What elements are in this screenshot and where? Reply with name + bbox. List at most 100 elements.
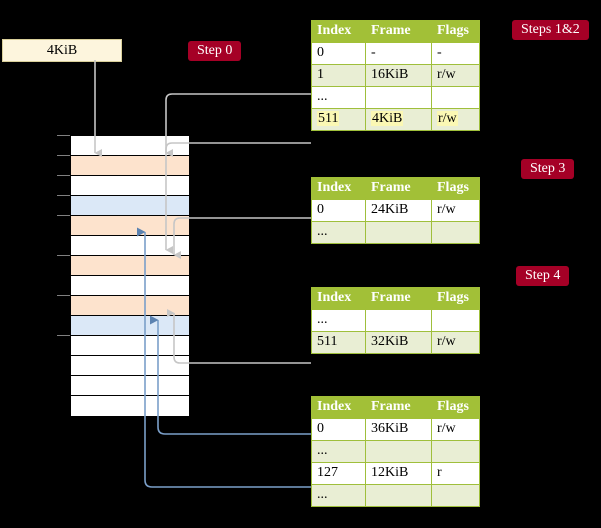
column-header-index: Index (311, 20, 366, 43)
memory-tick (57, 195, 70, 196)
column-header-flags: Flags (431, 20, 480, 43)
table-row: 0 - - (311, 42, 480, 65)
cell-frame (365, 309, 432, 332)
memory-tick (57, 135, 70, 136)
table-row: ... (311, 221, 480, 244)
table-row: 0 24KiB r/w (311, 199, 480, 222)
page-table-level-1: Index Frame Flags 0 - - 1 16KiB r/w ... … (311, 20, 480, 131)
cell-frame: 4KiB (365, 108, 432, 131)
table-row-highlighted: 511 4KiB r/w (311, 108, 480, 131)
cell-flags: r/w (431, 418, 480, 441)
memory-tick (57, 155, 70, 156)
cell-frame: 16KiB (365, 64, 432, 87)
memory-frame (71, 256, 189, 276)
cell-frame (365, 440, 432, 463)
column-header-flags: Flags (431, 396, 480, 419)
badge-step-3: Step 3 (521, 159, 575, 179)
column-header-frame: Frame (365, 20, 432, 43)
cell-index: ... (311, 86, 366, 109)
table-row: ... (311, 86, 480, 109)
memory-frame (71, 296, 189, 316)
badge-step-4-label: Step 4 (525, 268, 561, 283)
memory-frame (71, 336, 189, 356)
memory-frame (71, 316, 189, 336)
cell-frame: 24KiB (365, 199, 432, 222)
cell-index: 0 (311, 418, 366, 441)
table-row: ... (311, 440, 480, 463)
badge-step-4: Step 4 (516, 266, 570, 286)
column-header-frame: Frame (365, 396, 432, 419)
table-row: 0 36KiB r/w (311, 418, 480, 441)
column-header-flags: Flags (431, 287, 480, 310)
column-header-frame: Frame (365, 177, 432, 200)
cell-flags: r (431, 462, 480, 485)
cell-flags: r/w (431, 331, 480, 354)
cell-frame: 32KiB (365, 331, 432, 354)
cell-index: ... (311, 309, 366, 332)
cell-flags: r/w (431, 199, 480, 222)
table-header-row: Index Frame Flags (311, 177, 480, 200)
cell-frame: 36KiB (365, 418, 432, 441)
cell-frame: 12KiB (365, 462, 432, 485)
badge-steps-1-2-label: Steps 1&2 (521, 22, 580, 37)
cell-index: 0 (311, 199, 366, 222)
cell-flags (431, 221, 480, 244)
cell-flags (431, 309, 480, 332)
cell-flags (431, 86, 480, 109)
cell-index: 0 (311, 42, 366, 65)
source-frame-label: 4KiB (46, 42, 78, 58)
memory-tick (57, 255, 70, 256)
table-row: ... (311, 484, 480, 507)
cell-index: ... (311, 221, 366, 244)
cell-flags (431, 484, 480, 507)
table-row: 511 32KiB r/w (311, 331, 480, 354)
memory-tick (57, 215, 70, 216)
memory-frame (71, 176, 189, 196)
badge-step-3-label: Step 3 (530, 161, 566, 176)
cell-index: 511 (311, 331, 366, 354)
badge-step-0-label: Step 0 (197, 43, 233, 58)
cell-index: 127 (311, 462, 366, 485)
column-header-frame: Frame (365, 287, 432, 310)
memory-frame (71, 276, 189, 296)
cell-flags: r/w (431, 108, 480, 131)
cell-index: 1 (311, 64, 366, 87)
cell-flags: r/w (431, 64, 480, 87)
table-header-row: Index Frame Flags (311, 396, 480, 419)
page-table-level-4: Index Frame Flags 0 36KiB r/w ... 127 12… (311, 396, 480, 507)
table-row: ... (311, 309, 480, 332)
column-header-index: Index (311, 177, 366, 200)
cell-index: ... (311, 484, 366, 507)
physical-memory-column (70, 135, 190, 416)
cell-flags-text: r/w (437, 111, 458, 126)
table-row: 127 12KiB r (311, 462, 480, 485)
wire-l3-to-memory (167, 309, 311, 364)
memory-tick (57, 335, 70, 336)
cell-index-text: 511 (317, 111, 340, 126)
page-table-level-3: Index Frame Flags ... 511 32KiB r/w (311, 287, 480, 354)
memory-frame (71, 216, 189, 236)
table-row: 1 16KiB r/w (311, 64, 480, 87)
memory-frame (71, 156, 189, 176)
memory-frame (71, 376, 189, 396)
memory-frame (71, 196, 189, 216)
badge-steps-1-2: Steps 1&2 (512, 20, 589, 40)
column-header-index: Index (311, 396, 366, 419)
memory-frame (71, 136, 189, 156)
memory-tick (57, 295, 70, 296)
cell-frame (365, 86, 432, 109)
column-header-index: Index (311, 287, 366, 310)
memory-frame (71, 356, 189, 376)
cell-frame-text: 4KiB (371, 111, 404, 126)
memory-frame (71, 236, 189, 256)
memory-frame (71, 396, 189, 416)
cell-frame (365, 484, 432, 507)
page-table-level-2: Index Frame Flags 0 24KiB r/w ... (311, 177, 480, 244)
table-header-row: Index Frame Flags (311, 287, 480, 310)
column-header-flags: Flags (431, 177, 480, 200)
wire-l2-to-memory (173, 217, 311, 259)
memory-tick (57, 175, 70, 176)
source-frame-box: 4KiB (2, 39, 122, 62)
cell-index: ... (311, 440, 366, 463)
